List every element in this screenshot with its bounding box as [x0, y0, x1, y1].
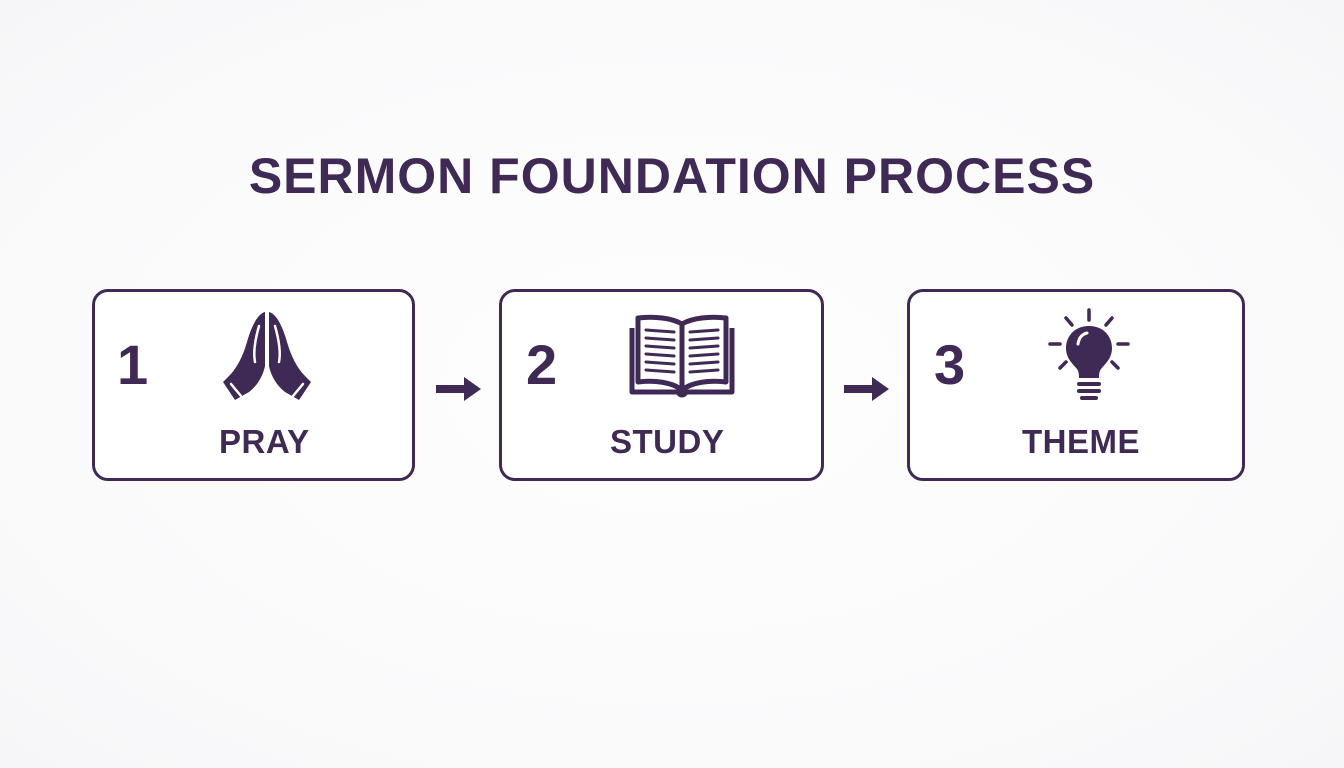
step-number: 3 — [934, 333, 966, 396]
step-label: THEME — [1022, 423, 1140, 460]
step-label: PRAY — [219, 423, 310, 460]
step-box-theme: 3 THEME — [907, 289, 1245, 481]
step-number: 2 — [526, 333, 558, 396]
step-box-study: 2 — [499, 289, 824, 481]
step-box-pray: 1 PRAY — [92, 289, 415, 481]
arrow-right-icon — [436, 376, 482, 407]
lightbulb-icon — [1044, 306, 1134, 411]
praying-hands-icon — [221, 306, 313, 411]
step-label: STUDY — [610, 423, 725, 460]
open-book-icon — [628, 306, 736, 407]
step-number: 1 — [117, 333, 149, 396]
arrow-right-icon — [844, 376, 890, 407]
diagram-title: SERMON FOUNDATION PROCESS — [248, 148, 1096, 204]
